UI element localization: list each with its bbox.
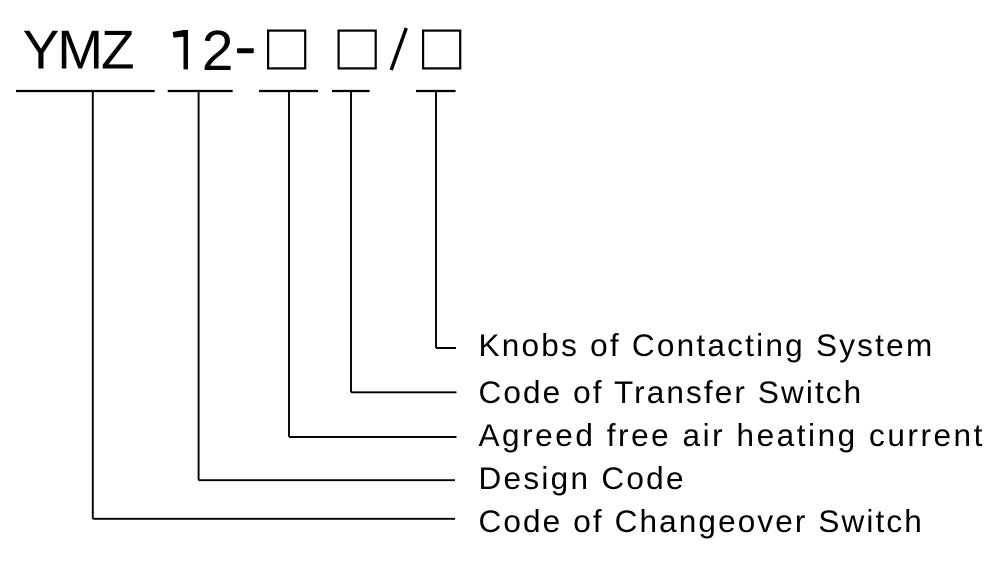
svg-text:Code of Changeover Switch: Code of Changeover Switch bbox=[479, 503, 922, 539]
svg-text:2: 2 bbox=[202, 19, 234, 83]
svg-text:Design Code: Design Code bbox=[479, 460, 684, 496]
svg-text:Agreed free air heating curren: Agreed free air heating current bbox=[479, 417, 983, 453]
svg-text:YMZ: YMZ bbox=[23, 19, 135, 81]
svg-text:Code of Transfer Switch: Code of Transfer Switch bbox=[479, 374, 862, 410]
svg-text:Knobs of Contacting System: Knobs of Contacting System bbox=[479, 327, 933, 363]
